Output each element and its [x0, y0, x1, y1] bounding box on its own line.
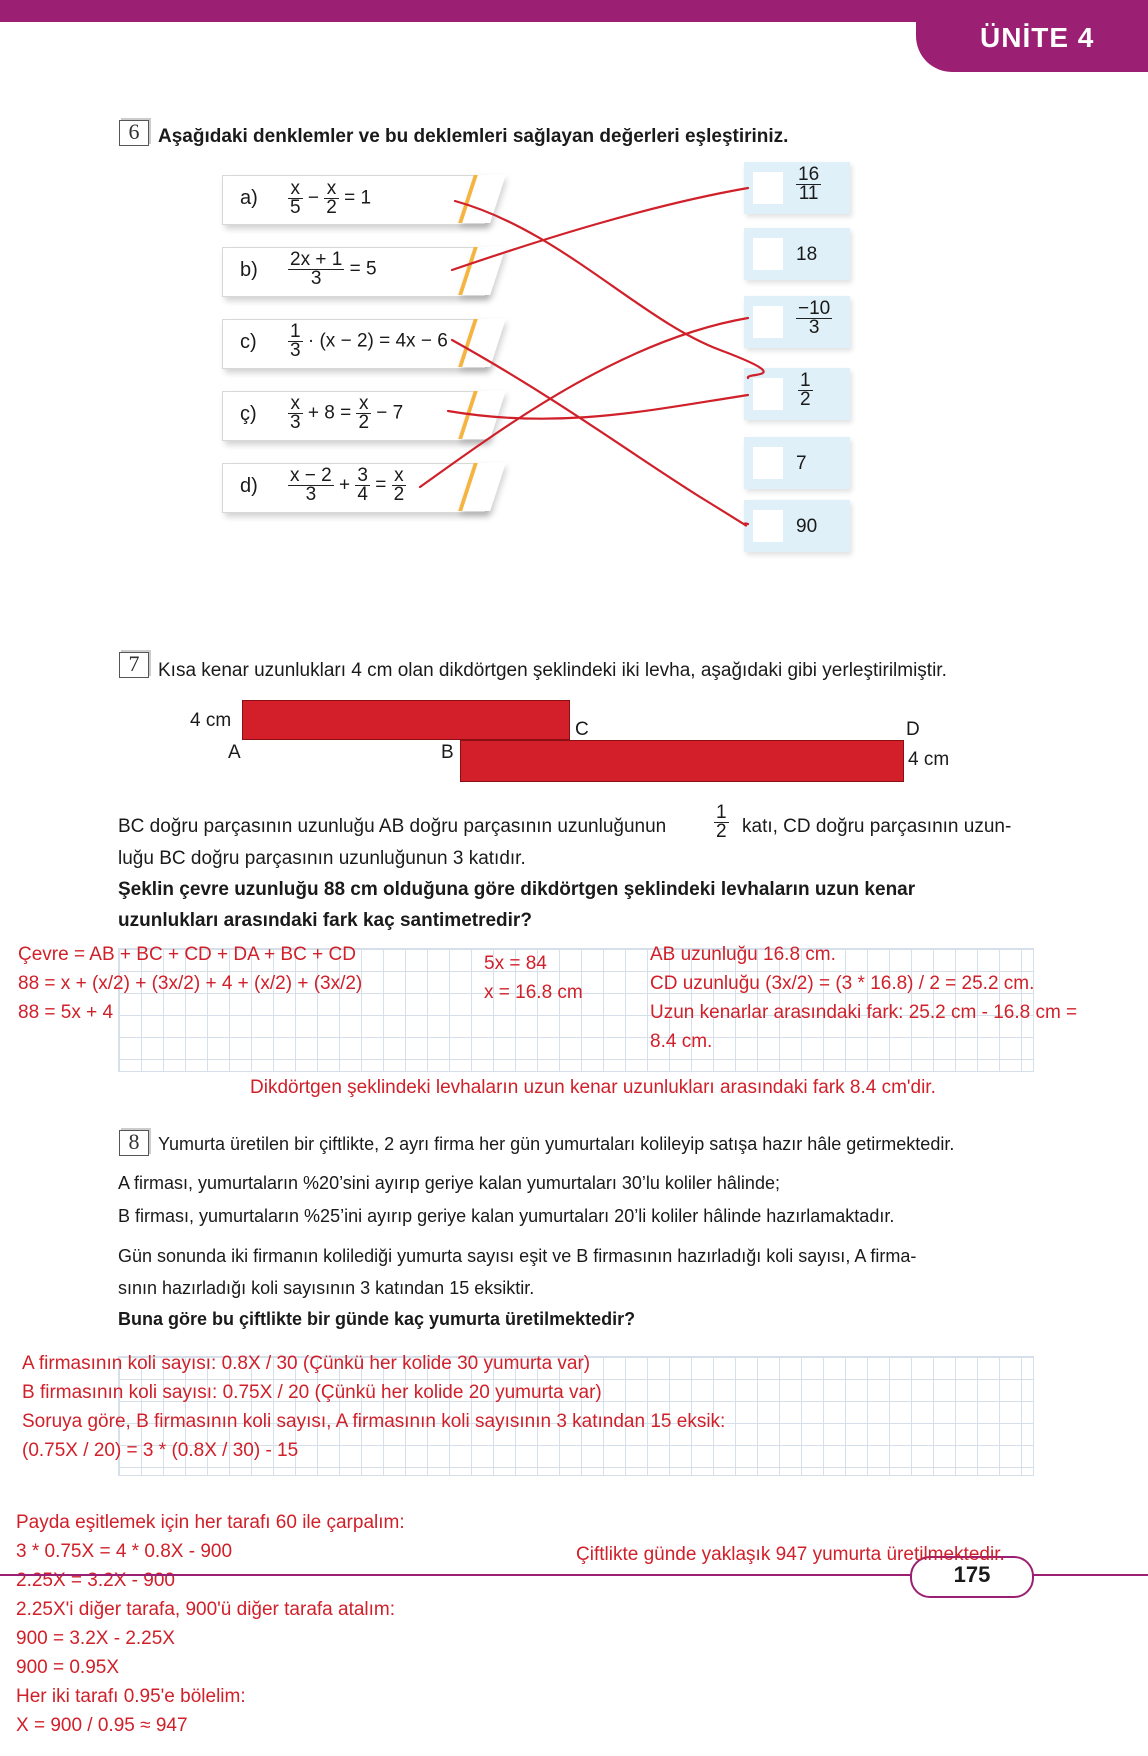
- plate-right: [460, 740, 904, 782]
- footer-line: [0, 1574, 1148, 1576]
- hw-q8-line-3: Soruya göre, B firmasının koli sayısı, A…: [22, 1411, 726, 1432]
- match-line-b: [450, 186, 750, 272]
- q7-question-line-2: uzunlukları arasındaki fark kaç santimet…: [118, 910, 532, 931]
- q7-paragraph-1a: BC doğru parçasının uzunluğu AB doğru pa…: [118, 816, 667, 837]
- question-number-6: 6: [119, 120, 149, 146]
- equation-label: b): [240, 259, 258, 281]
- equation-label: ç): [240, 403, 257, 425]
- hw-q8-step-4: 2.25X'i diğer tarafa, 900'ü diğer tarafa…: [16, 1599, 396, 1620]
- match-line-cc: [446, 393, 750, 420]
- hw-q7-right-1: AB uzunluğu 16.8 cm.: [650, 944, 836, 965]
- hw-q8-line-1: A firmasının koli sayısı: 0.8X / 30 (Çün…: [22, 1353, 591, 1374]
- hw-q7-right-4: 8.4 cm.: [650, 1031, 713, 1052]
- q7-question-line-1: Şeklin çevre uzunluğu 88 cm olduğuna gör…: [118, 879, 916, 900]
- hw-q8-step-1: Payda eşitlemek için her tarafı 60 ile ç…: [16, 1512, 405, 1533]
- value-text: 18: [796, 244, 818, 265]
- page-number: 175: [953, 1562, 991, 1587]
- header-bar: [0, 0, 1148, 22]
- q8-prompt: Yumurta üretilen bir çiftlikte, 2 ayrı f…: [158, 1134, 955, 1154]
- unit-title: ÜNİTE 4: [980, 22, 1095, 53]
- label-4cm-left: 4 cm: [190, 710, 232, 731]
- match-line-c: [450, 338, 750, 527]
- q8-paragraph-3: Gün sonunda iki firmanın kolilediği yumu…: [118, 1246, 917, 1266]
- hw-q7-line-3: 88 = 5x + 4: [18, 1002, 114, 1023]
- hw-q8-step-5: 900 = 3.2X - 2.25X: [16, 1628, 175, 1649]
- value-text: 90: [796, 516, 818, 537]
- q7-paragraph-1b: katı, CD doğru parçasının uzun-: [742, 816, 1012, 837]
- match-line-a: [453, 199, 765, 380]
- equation-label: a): [240, 187, 258, 209]
- q8-paragraph-2: B firması, yumurtaların %25’ini ayırıp g…: [118, 1206, 895, 1226]
- q6-prompt: Aşağıdaki denklemler ve bu deklemleri sa…: [158, 126, 789, 147]
- question-number-7: 7: [119, 652, 149, 678]
- q7-paragraph-2: luğu BC doğru parçasının uzunluğunun 3 k…: [118, 848, 526, 869]
- plate-left: [242, 700, 570, 740]
- hw-q7-right-2: CD uzunluğu (3x/2) = (3 * 16.8) / 2 = 25…: [650, 973, 1035, 994]
- hw-q7-right-3: Uzun kenarlar arasındaki fark: 25.2 cm -…: [650, 1002, 1078, 1023]
- hw-q8-step-3: 2.25X = 3.2X - 900: [16, 1570, 175, 1591]
- question-number-8: 8: [119, 1130, 149, 1156]
- hw-q7-mid-2: x = 16.8 cm: [484, 982, 583, 1003]
- point-c: C: [575, 719, 589, 740]
- hw-q7-conclusion: Dikdörtgen şeklindeki levhaların uzun ke…: [250, 1077, 936, 1098]
- hw-q8-step-8: X = 900 / 0.95 ≈ 947: [16, 1715, 188, 1736]
- page-number-badge: [910, 1556, 1034, 1598]
- point-a: A: [228, 742, 241, 763]
- equation-label: d): [240, 475, 258, 497]
- hw-q8-step-7: Her iki tarafı 0.95'e bölelim:: [16, 1686, 246, 1707]
- hw-q8-line-2: B firmasının koli sayısı: 0.75X / 20 (Çü…: [22, 1382, 602, 1403]
- hw-q7-line-1: Çevre = AB + BC + CD + DA + BC + CD: [18, 944, 356, 965]
- q8-paragraph-4: sının hazırladığı koli sayısının 3 katın…: [118, 1278, 535, 1298]
- unit-tab: [916, 0, 1148, 72]
- point-b: B: [441, 742, 454, 763]
- label-4cm-right: 4 cm: [908, 749, 950, 770]
- hw-q8-line-4: (0.75X / 20) = 3 * (0.8X / 30) - 15: [22, 1440, 299, 1461]
- equation-label: c): [240, 331, 257, 353]
- q8-question: Buna göre bu çiftlikte bir günde kaç yum…: [118, 1309, 636, 1329]
- q7-prompt: Kısa kenar uzunlukları 4 cm olan dikdört…: [158, 660, 947, 681]
- q7-answer-grid[interactable]: [118, 948, 1034, 1072]
- q8-answer-grid[interactable]: [118, 1356, 1034, 1476]
- hw-q7-mid-1: 5x = 84: [484, 953, 547, 974]
- q8-paragraph-1: A firması, yumurtaların %20’sini ayırıp …: [118, 1173, 780, 1193]
- hw-q7-line-2: 88 = x + (x/2) + (3x/2) + 4 + (x/2) + (3…: [18, 973, 363, 994]
- point-d: D: [906, 719, 920, 740]
- hw-q8-answer: Çiftlikte günde yaklaşık 947 yumurta üre…: [576, 1544, 1005, 1565]
- hw-q8-step-6: 900 = 0.95X: [16, 1657, 120, 1678]
- match-line-d: [418, 316, 750, 489]
- value-text: 7: [796, 453, 807, 474]
- hw-q8-step-2: 3 * 0.75X = 4 * 0.8X - 900: [16, 1541, 233, 1562]
